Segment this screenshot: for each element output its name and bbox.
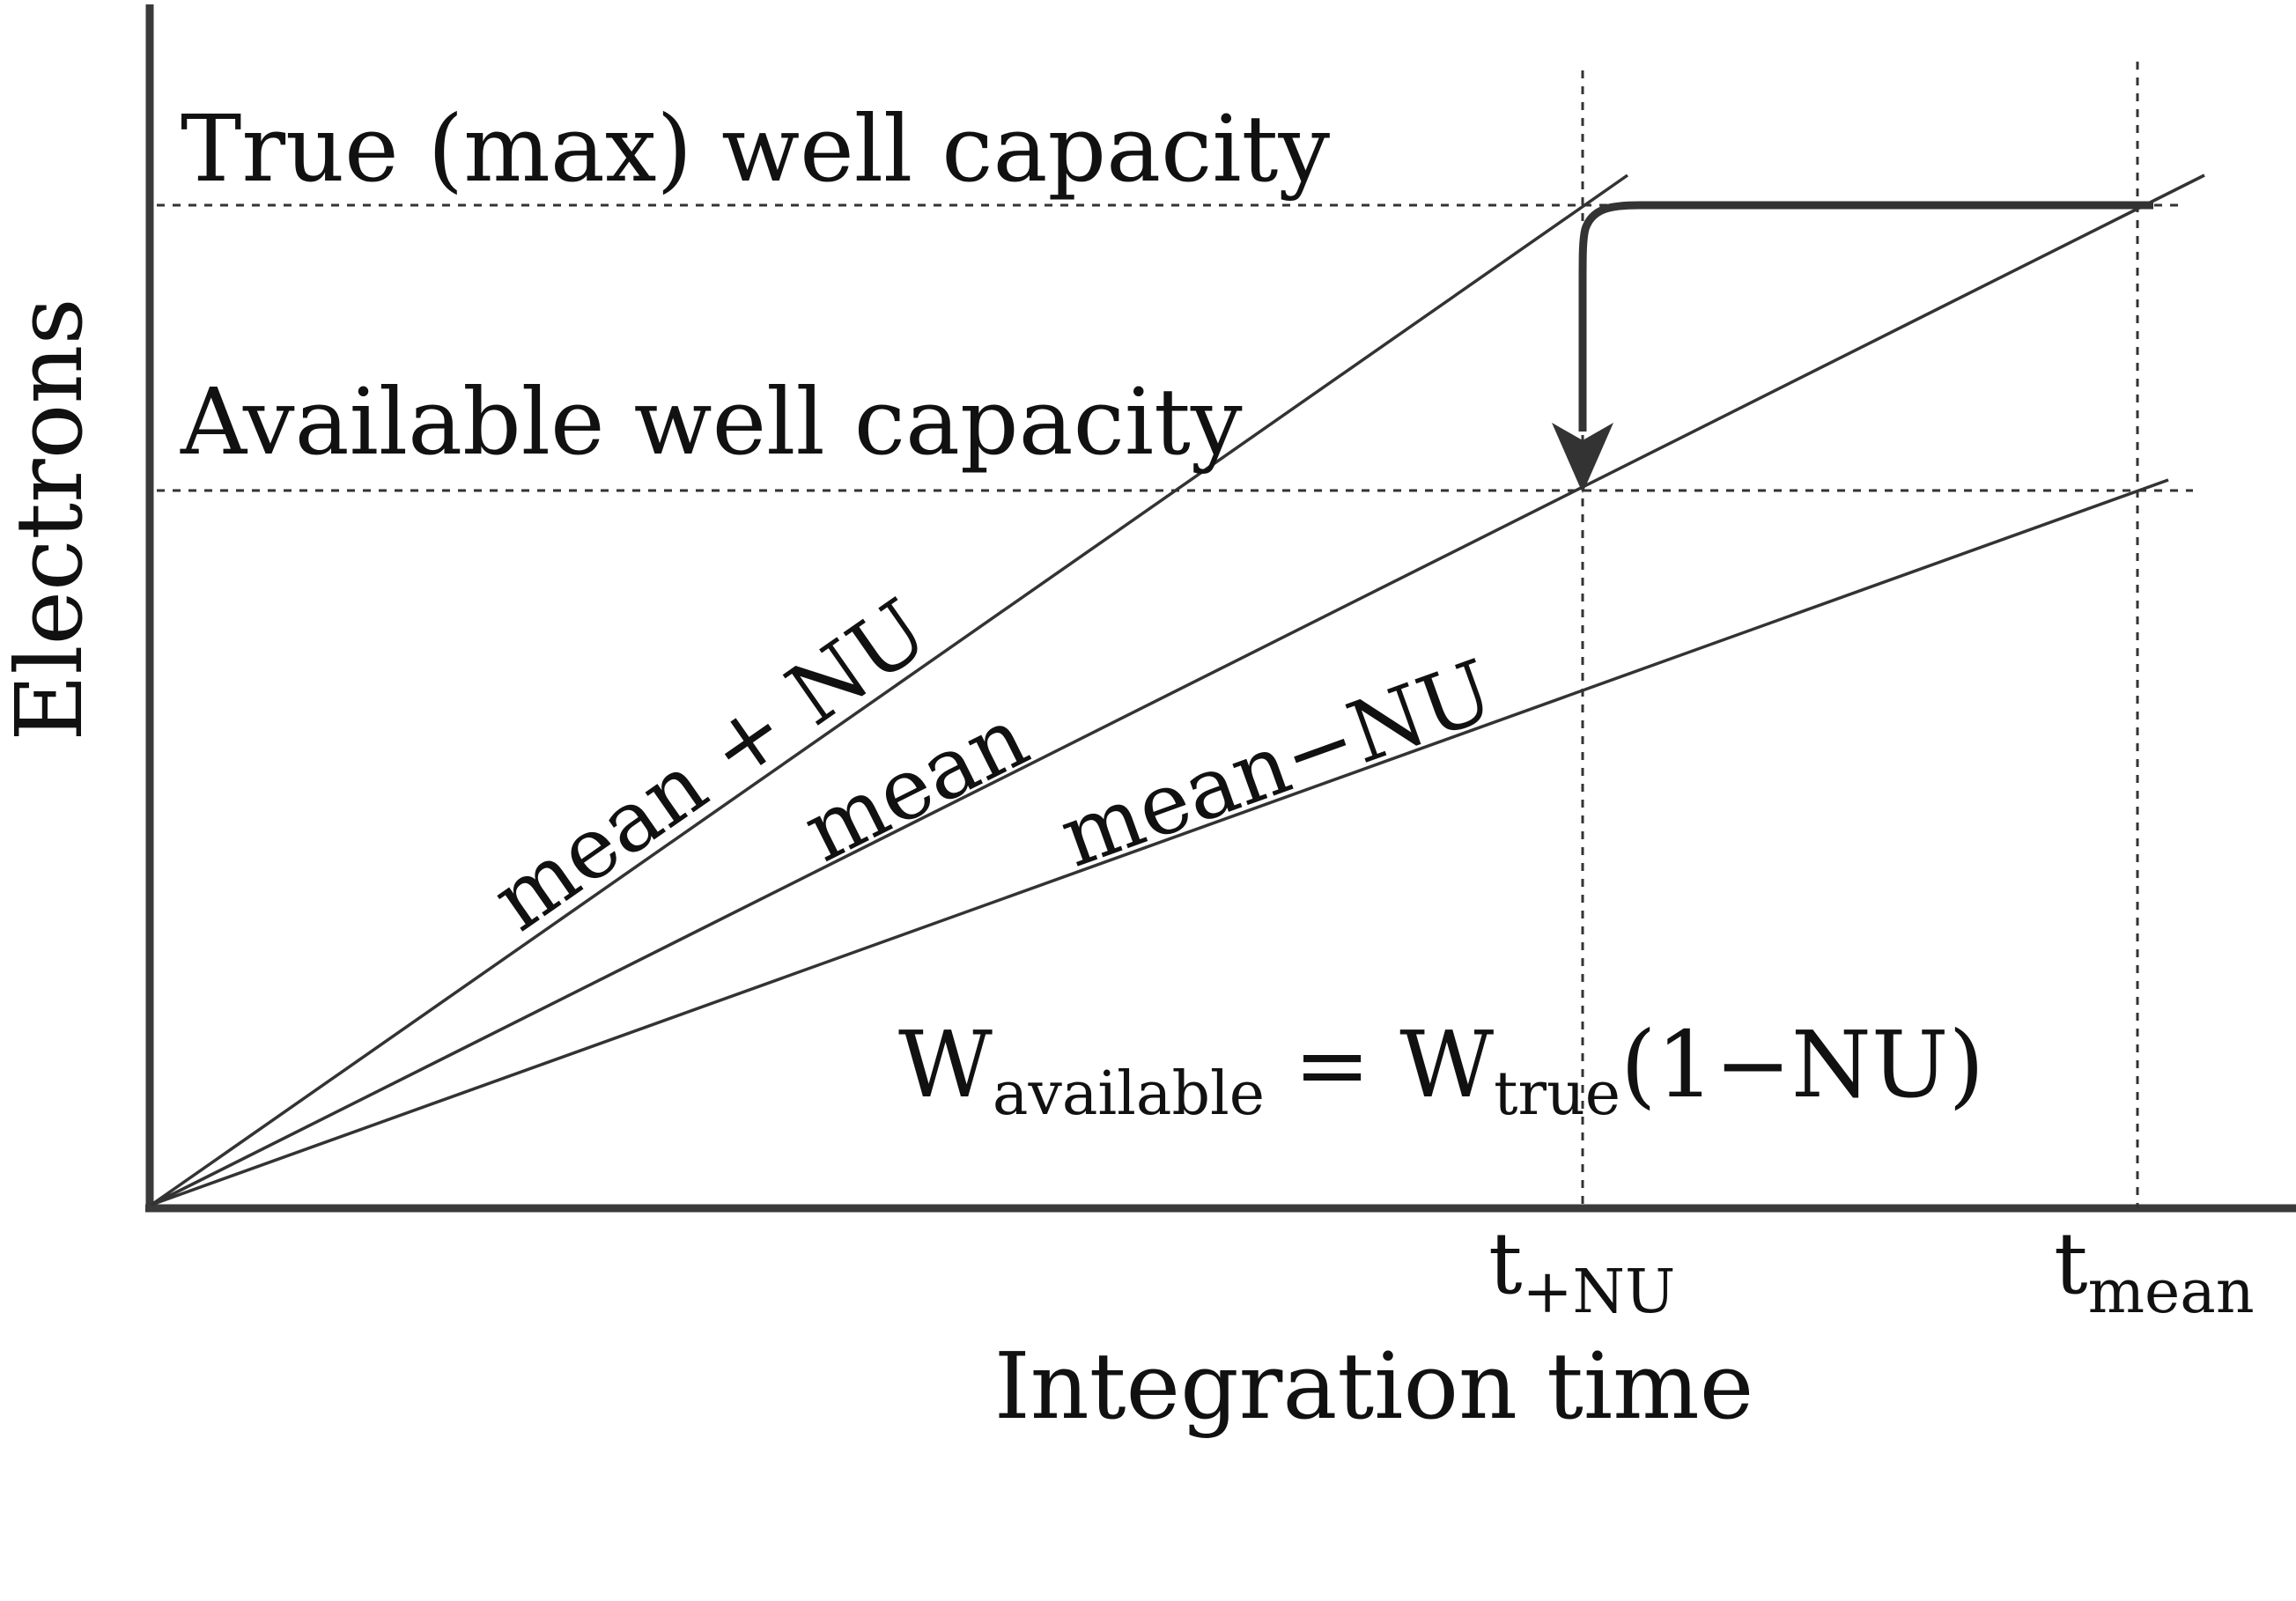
- t-plus-nu-base: t: [1488, 1214, 1523, 1313]
- t-plus-nu-sub: +NU: [1523, 1258, 1676, 1327]
- well-capacity-formula: Wavailable = Wtrue(1−NU): [898, 1011, 1984, 1129]
- down-arrow-head: [1552, 423, 1613, 493]
- mean-ray: [151, 173, 2205, 1206]
- mean-minus-nu-ray: [151, 478, 2169, 1206]
- t-mean-label: tmean: [2054, 1214, 2255, 1327]
- formula-rhs-tail: (1−NU): [1620, 1011, 1984, 1118]
- t-mean-base: t: [2054, 1214, 2088, 1313]
- formula-lhs: W: [898, 1011, 993, 1118]
- true-capacity-label: True (max) well capacity: [181, 95, 1330, 203]
- t-mean-sub: mean: [2088, 1258, 2255, 1327]
- t-plus-nu-label: t+NU: [1488, 1214, 1675, 1327]
- formula-lhs-sub: available: [993, 1059, 1265, 1129]
- available-capacity-label: Available well capacity: [180, 368, 1243, 476]
- formula-equals: =: [1265, 1011, 1399, 1118]
- mean-plus-nu-ray: [150, 173, 1629, 1206]
- formula-rhs-sub: true: [1494, 1059, 1620, 1129]
- formula-rhs: W: [1399, 1011, 1494, 1118]
- y-axis-title: Electrons: [0, 298, 103, 741]
- saturation-path: [1578, 201, 2153, 432]
- x-axis-title: Integration time: [994, 1332, 1754, 1440]
- mean-minus-nu-label: mean−NU: [1048, 641, 1506, 887]
